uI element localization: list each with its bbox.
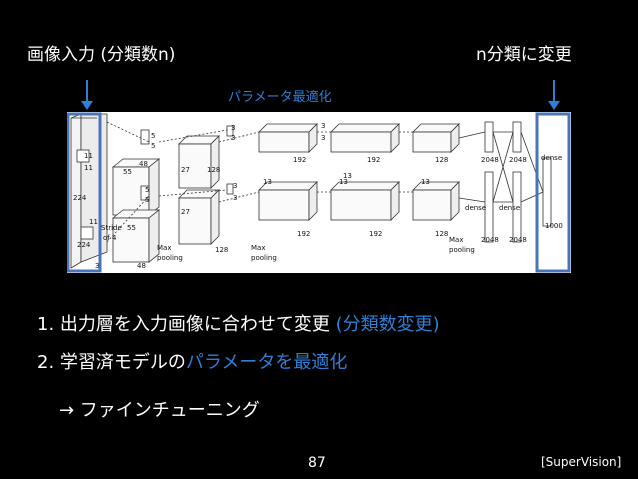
num-3-d: 3 <box>233 194 237 202</box>
pooling-label-3: pooling <box>449 246 475 254</box>
num-192-d: 192 <box>369 230 382 238</box>
num-3-e: 3 <box>321 122 325 130</box>
dense-label-2: dense <box>499 204 520 212</box>
num-11-c: 11 <box>89 218 98 226</box>
pooling-label-2: pooling <box>251 254 277 262</box>
num-128-c: 128 <box>435 156 448 164</box>
num-3-b: 3 <box>231 134 235 142</box>
num-128-b: 128 <box>215 246 228 254</box>
bullet-1: 1. 出力層を入力画像に合わせて変更 (分類数変更) <box>37 310 440 336</box>
num-192-a: 192 <box>293 156 306 164</box>
max-label-3: Max <box>449 236 463 244</box>
num-192-b: 192 <box>367 156 380 164</box>
num-3-f: 3 <box>321 134 325 142</box>
num-5-b: 5 <box>151 142 155 150</box>
bullet-2-highlight: パラメータを最適化 <box>185 352 348 373</box>
bullet-2: 2. 学習済モデルのパラメータを最適化 <box>37 348 347 374</box>
max-label-2: Max <box>251 244 265 252</box>
num-192-c: 192 <box>297 230 310 238</box>
num-13-b: 13 <box>339 178 348 186</box>
input-image-label: 画像入力 (分類数n) <box>27 45 176 65</box>
num-224-a: 224 <box>73 194 87 202</box>
num-2048-a: 2048 <box>481 156 499 164</box>
num-1000: 1000 <box>545 222 563 230</box>
max-label-1: Max <box>157 244 171 252</box>
num-13-c: 13 <box>343 172 352 180</box>
num-224-b: 224 <box>77 241 91 249</box>
num-27-b: 27 <box>181 208 190 216</box>
num-2048-b: 2048 <box>509 156 527 164</box>
dense-label-3: dense <box>541 154 562 162</box>
bullet-2-text: 2. 学習済モデルの <box>37 352 186 373</box>
output-change-label: n分類に変更 <box>476 45 572 65</box>
num-3: 3 <box>95 262 99 270</box>
alexnet-diagram: 11 11 224 11 224 3 55 55 Stride of 4 5 5… <box>66 112 571 273</box>
of4-label: of 4 <box>103 234 117 242</box>
num-128-d: 128 <box>435 230 448 238</box>
bullet-1-text: 1. 出力層を入力画像に合わせて変更 <box>37 314 336 335</box>
parameter-optimization-label: パラメータ最適化 <box>228 90 332 105</box>
num-5-c: 5 <box>145 186 149 194</box>
input-highlight-box <box>66 112 102 273</box>
num-55-a: 55 <box>123 168 132 176</box>
num-11-b: 11 <box>84 164 93 172</box>
num-2048-d: 2048 <box>509 236 527 244</box>
page-number: 87 <box>308 455 326 471</box>
num-5-d: 5 <box>145 196 149 204</box>
num-3-c: 3 <box>233 182 237 190</box>
stride-label: Stride <box>101 224 122 232</box>
num-48-a: 48 <box>139 160 148 168</box>
output-highlight-box <box>535 112 571 273</box>
num-5-a: 5 <box>151 132 155 140</box>
num-13-d: 13 <box>421 178 430 186</box>
num-48-b: 48 <box>137 262 146 270</box>
credit-label: [SuperVision] <box>541 455 622 469</box>
num-3-a: 3 <box>231 124 235 132</box>
alexnet-svg: 11 11 224 11 224 3 55 55 Stride of 4 5 5… <box>66 112 571 273</box>
num-13-a: 13 <box>263 178 272 186</box>
bullet-1-highlight: (分類数変更) <box>335 314 440 335</box>
bullet-3: → ファインチューニング <box>59 400 260 421</box>
num-27-a: 27 <box>181 166 190 174</box>
dense-label-1: dense <box>465 204 486 212</box>
num-2048-c: 2048 <box>481 236 499 244</box>
num-128-a: 128 <box>207 166 220 174</box>
num-55-b: 55 <box>127 224 136 232</box>
num-11-a: 11 <box>84 152 93 160</box>
pooling-label-1: pooling <box>157 254 183 262</box>
